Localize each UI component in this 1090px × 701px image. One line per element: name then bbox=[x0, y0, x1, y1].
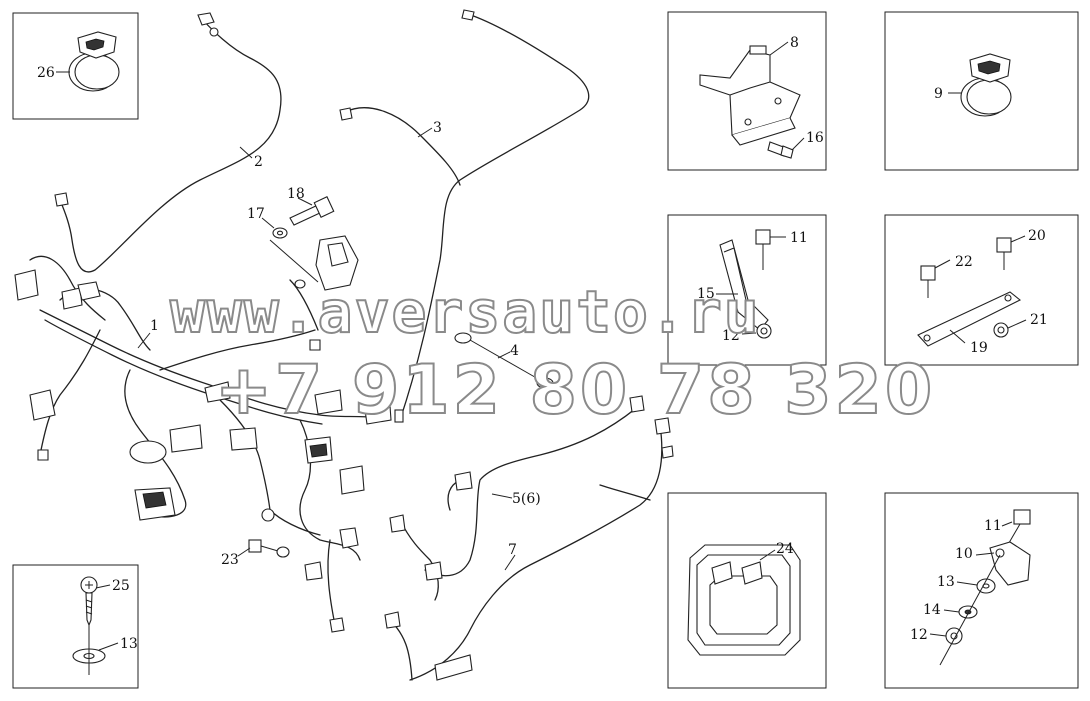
inset-box-25: 25 13 bbox=[12, 564, 139, 689]
watermark-site: www.aversauto.ru bbox=[170, 278, 761, 346]
nut-12-b bbox=[945, 627, 963, 645]
callout-2: 2 bbox=[254, 154, 263, 170]
bolt-20 bbox=[996, 237, 1012, 270]
bracket-15 bbox=[719, 239, 769, 331]
bolt-11-b bbox=[1005, 509, 1031, 549]
ground-strap-4 bbox=[454, 332, 554, 389]
bolt-18 bbox=[289, 196, 335, 226]
callout-23: 23 bbox=[221, 552, 239, 568]
callout-24: 24 bbox=[776, 541, 794, 557]
callout-19: 19 bbox=[970, 340, 988, 356]
nut-21 bbox=[993, 322, 1009, 338]
callout-18: 18 bbox=[287, 186, 305, 202]
inset-box-26: 26 bbox=[12, 12, 139, 120]
callout-5-6: 5(6) bbox=[512, 491, 541, 507]
callout-10: 10 bbox=[955, 546, 973, 562]
callout-4: 4 bbox=[510, 343, 519, 359]
bolt-22 bbox=[920, 265, 936, 298]
callout-12-b: 12 bbox=[910, 627, 928, 643]
washer-17 bbox=[272, 227, 288, 239]
harness-5-6 bbox=[389, 395, 645, 601]
harness-7 bbox=[384, 417, 674, 681]
grommet-24 bbox=[687, 544, 801, 656]
bolt-23 bbox=[248, 539, 290, 558]
strap-19 bbox=[917, 291, 1022, 347]
callout-14: 14 bbox=[923, 602, 941, 618]
callout-1: 1 bbox=[150, 318, 159, 334]
callout-22: 22 bbox=[955, 254, 973, 270]
callout-20: 20 bbox=[1028, 228, 1046, 244]
bolt-16 bbox=[767, 141, 794, 159]
callout-11-a: 11 bbox=[790, 230, 808, 246]
hose-clamp-26 bbox=[68, 31, 120, 92]
callout-11-b: 11 bbox=[984, 518, 1002, 534]
inset-box-19: 22 20 21 19 bbox=[884, 214, 1079, 366]
bracket-8 bbox=[699, 45, 801, 146]
harness-3 bbox=[339, 9, 590, 423]
callout-12-a: 12 bbox=[722, 328, 740, 344]
callout-13-b: 13 bbox=[937, 574, 955, 590]
inset-box-8: 8 16 bbox=[667, 11, 827, 171]
callout-17: 17 bbox=[247, 206, 265, 222]
bolt-11 bbox=[755, 229, 771, 270]
callout-15: 15 bbox=[697, 286, 715, 302]
callout-3: 3 bbox=[433, 120, 442, 136]
inset-box-9: 9 bbox=[884, 11, 1079, 171]
harness-1 bbox=[14, 235, 392, 633]
callout-26: 26 bbox=[37, 65, 55, 81]
callout-21: 21 bbox=[1030, 312, 1048, 328]
callout-8: 8 bbox=[790, 35, 799, 51]
inset-box-15: 11 15 12 bbox=[667, 214, 827, 366]
clip-10 bbox=[989, 541, 1031, 586]
screw-25 bbox=[80, 576, 98, 627]
nut-12 bbox=[756, 323, 772, 339]
inset-box-10: 11 10 13 14 12 bbox=[884, 492, 1079, 689]
lock-washer-14 bbox=[958, 605, 978, 619]
hose-clamp-9 bbox=[960, 53, 1012, 117]
inset-box-24: 24 bbox=[667, 492, 827, 689]
callout-25: 25 bbox=[112, 578, 130, 594]
callout-13-a: 13 bbox=[120, 636, 138, 652]
watermark-phone: +7 912 80 78 320 bbox=[215, 351, 935, 430]
harness-2 bbox=[54, 12, 282, 273]
callout-9: 9 bbox=[934, 86, 943, 102]
callout-16: 16 bbox=[806, 130, 824, 146]
callout-7: 7 bbox=[508, 542, 517, 558]
